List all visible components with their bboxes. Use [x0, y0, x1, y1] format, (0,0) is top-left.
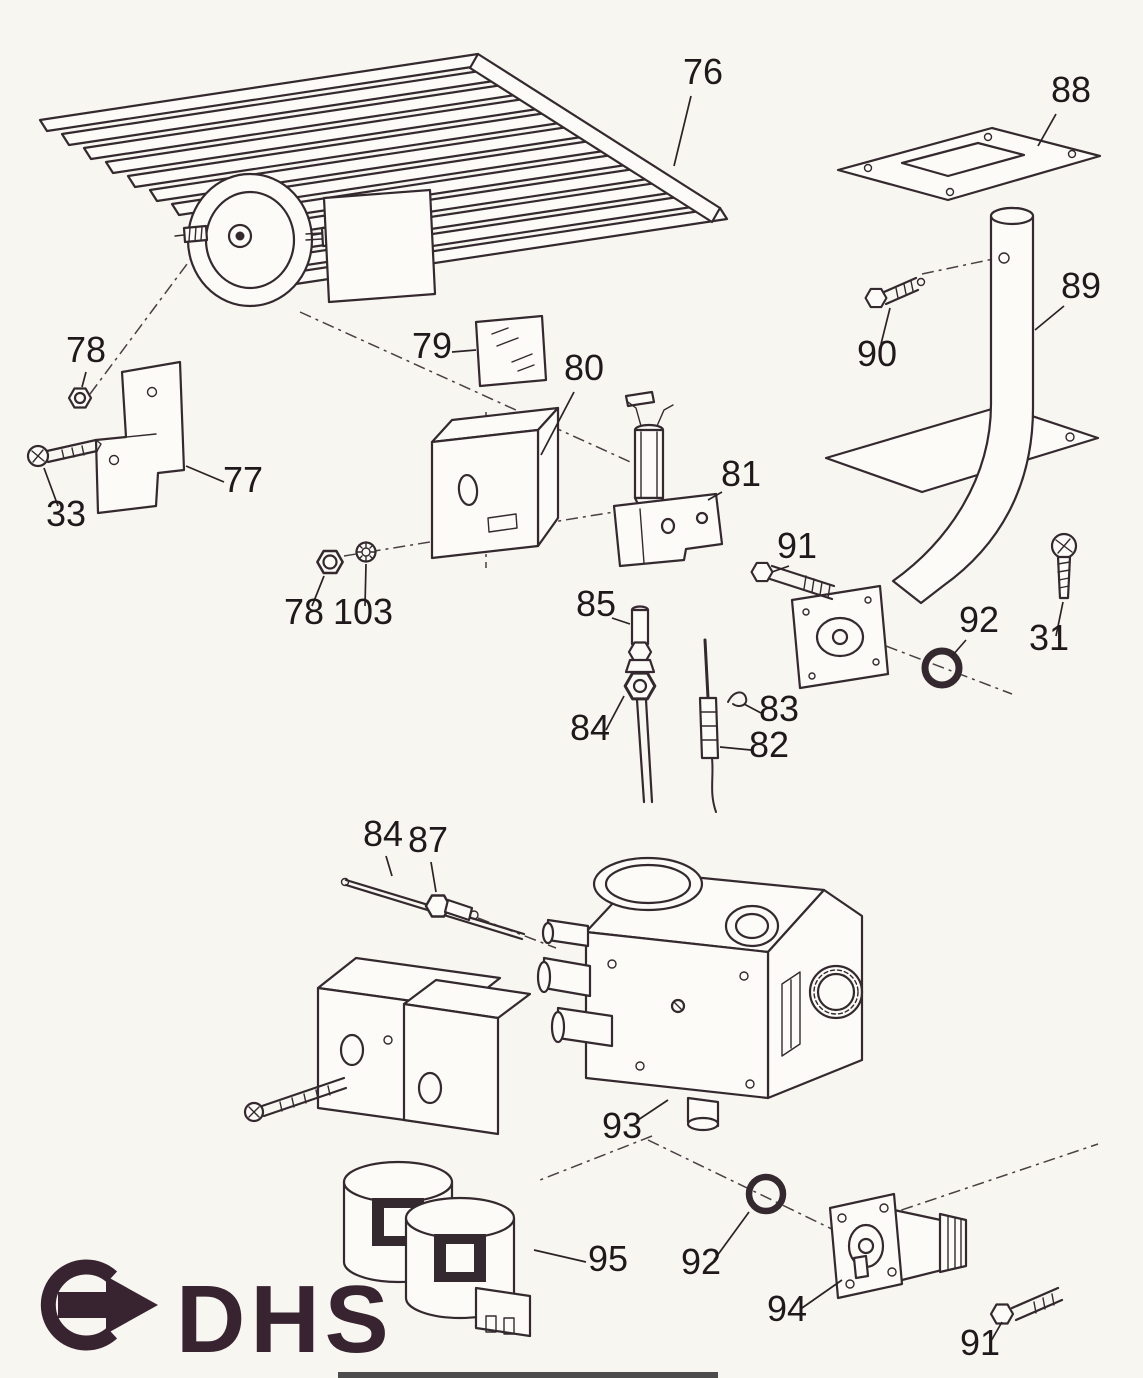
manifold-box [243, 956, 532, 1136]
callout-leader-13-78 [311, 575, 325, 607]
burner-side-plate [322, 188, 437, 304]
valve-flange [828, 1192, 968, 1300]
flange-bolt-upper [750, 561, 836, 601]
callout-label-15-85: 85 [576, 583, 616, 624]
scan-artifact [338, 1372, 718, 1378]
hex-nut-center [316, 549, 344, 575]
solenoid-coils [342, 1160, 532, 1338]
callout-label-18-82: 82 [749, 724, 789, 765]
burner-drum [174, 172, 337, 308]
callout-leader-6-80 [540, 391, 575, 456]
sight-glass-plate [474, 314, 548, 388]
callout-leader-1-88 [1037, 113, 1057, 147]
pilot-screw-fitting [864, 276, 926, 309]
electrode-clip [727, 691, 748, 707]
callout-leader-20-87 [430, 861, 437, 893]
callout-leader-7-81 [707, 491, 723, 501]
pipe-tube [891, 206, 1035, 605]
callout-leader-25-91 [990, 1321, 1003, 1342]
callout-label-9-90: 90 [857, 333, 897, 374]
callout-label-20-87: 87 [408, 819, 448, 860]
callout-label-0-76: 76 [683, 51, 723, 92]
screw-33 [26, 438, 102, 468]
callout-leader-18-82 [719, 746, 752, 751]
callout-label-3-77: 77 [223, 459, 263, 500]
dhs-logo: DHS [40, 1259, 394, 1373]
callout-leader-10-91 [771, 565, 790, 573]
callout-label-5-79: 79 [412, 325, 452, 366]
electrode-shield-box [430, 406, 560, 560]
callout-label-1-88: 88 [1051, 69, 1091, 110]
callout-label-10-91: 91 [777, 525, 817, 566]
callout-leader-24-94 [801, 1279, 843, 1309]
logo-text: DHS [176, 1266, 394, 1373]
injector-and-thermocouple [623, 605, 657, 804]
o-ring-upper [921, 647, 963, 689]
callout-leader-16-84 [605, 695, 625, 731]
callout-label-14-103: 103 [333, 591, 393, 632]
burner-front-rail [468, 52, 722, 224]
callout-label-12-31: 31 [1029, 617, 1069, 658]
gas-valve-block [536, 856, 864, 1132]
callout-leader-12-31 [1055, 601, 1064, 637]
callout-leader-3-77 [185, 465, 225, 483]
callout-leader-0-76 [673, 95, 692, 167]
igniter-assembly [612, 390, 724, 568]
callout-label-8-89: 89 [1061, 265, 1101, 306]
flange-bolt-lower [989, 1286, 1064, 1325]
star-washer [355, 541, 377, 563]
callout-leader-21-93 [637, 1099, 669, 1121]
callout-label-21-93: 93 [602, 1105, 642, 1146]
callout-label-2-78: 78 [66, 329, 106, 370]
callout-leader-11-92 [951, 639, 967, 657]
thermocouple-lead [340, 877, 526, 941]
burner-fin-assembly [38, 52, 729, 287]
callout-label-17-83: 83 [759, 688, 799, 729]
callout-leader-23-92 [713, 1211, 750, 1261]
gasket-plate [836, 126, 1102, 202]
logo-arrow-icon [58, 1276, 158, 1334]
pipe-flange [790, 584, 890, 690]
callout-label-25-91: 91 [960, 1322, 1000, 1363]
callout-label-24-94: 94 [767, 1288, 807, 1329]
callout-label-6-80: 80 [564, 347, 604, 388]
callout-label-4-33: 33 [46, 493, 86, 534]
callout-leader-4-33 [43, 467, 59, 507]
callout-leader-22-95 [533, 1249, 587, 1263]
callout-leader-17-83 [743, 703, 762, 714]
electrode [698, 638, 720, 813]
callout-label-19-84: 84 [363, 813, 403, 854]
callout-label-22-95: 95 [588, 1238, 628, 1279]
callout-label-7-81: 81 [721, 453, 761, 494]
callout-leader-8-89 [1034, 305, 1065, 331]
pilot-pipe-assembly [790, 206, 1100, 690]
o-ring-lower [745, 1173, 787, 1215]
callout-leader-19-84 [385, 855, 393, 877]
callout-label-13-78: 78 [284, 591, 324, 632]
callout-leader-5-79 [451, 349, 477, 353]
callout-leader-2-78 [81, 371, 87, 388]
plate-screw [1050, 532, 1078, 600]
callout-label-11-92: 92 [959, 599, 999, 640]
callout-leader-9-90 [880, 307, 891, 345]
callout-label-16-84: 84 [570, 707, 610, 748]
callout-leader-14-103 [364, 563, 367, 607]
callout-label-23-92: 92 [681, 1241, 721, 1282]
logo-ring-icon [40, 1259, 118, 1351]
hex-nut-top-left [67, 387, 93, 409]
mounting-bracket [94, 360, 186, 515]
pipe-mounting-plate [824, 404, 1100, 494]
callout-leader-15-85 [611, 617, 631, 625]
